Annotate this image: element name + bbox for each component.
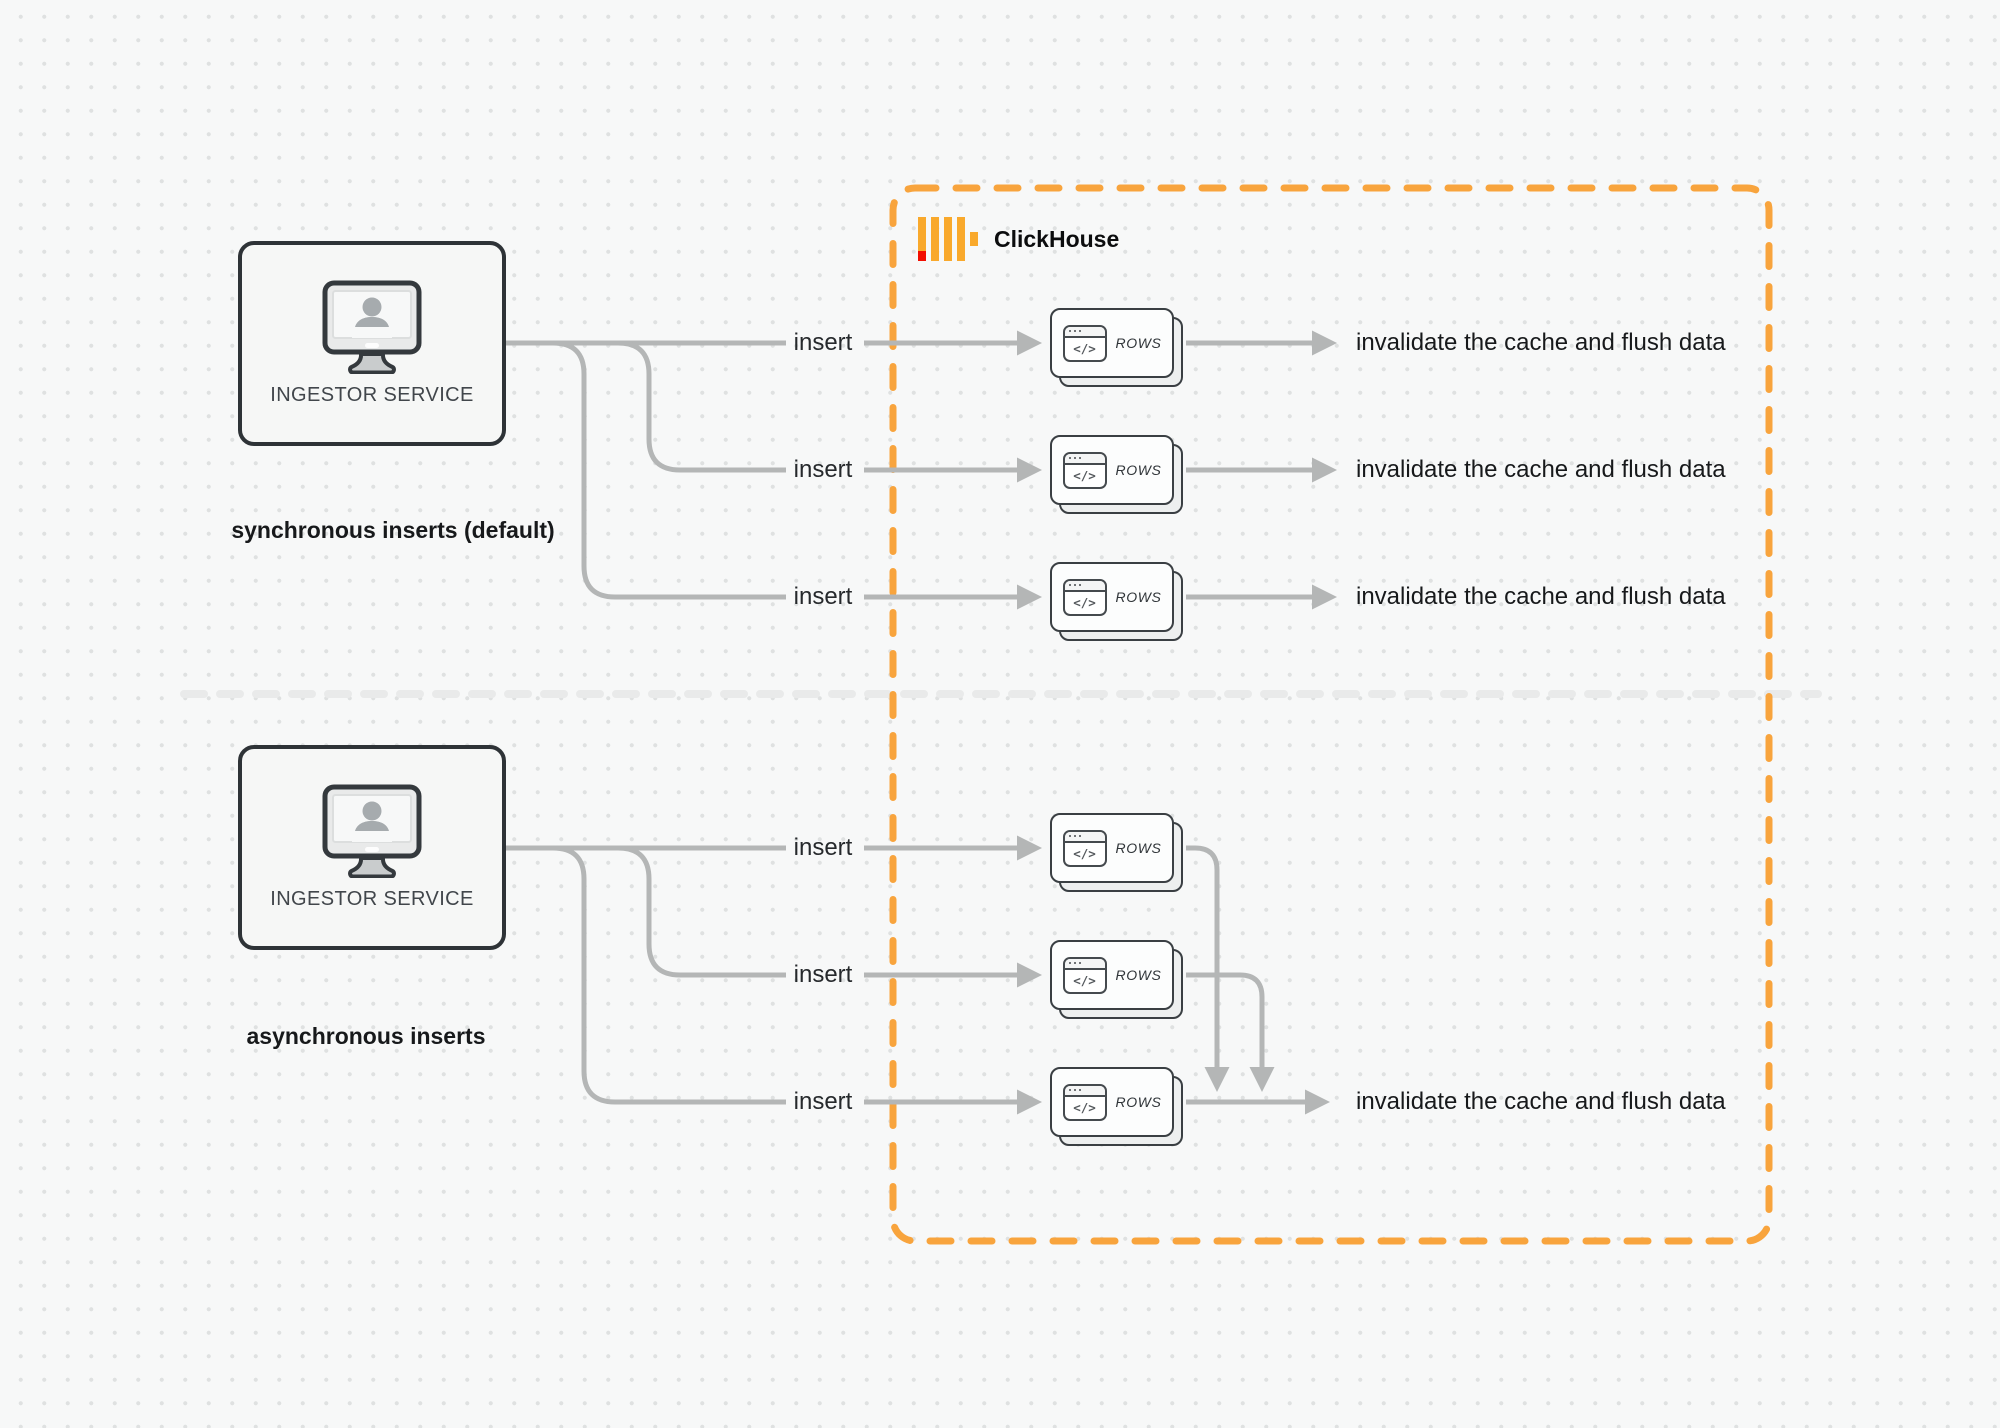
sync-branch-row3 bbox=[552, 340, 786, 600]
rows-label: ROWS bbox=[1115, 335, 1162, 351]
rows-label: ROWS bbox=[1115, 840, 1162, 856]
insert-label: insert bbox=[793, 456, 853, 483]
monitor-user-icon bbox=[322, 280, 422, 374]
clickhouse-logo-lockup: ClickHouse bbox=[918, 215, 1119, 263]
rows-table-node: </> ROWS bbox=[1050, 940, 1183, 1019]
async-merge-arrow-1 bbox=[1186, 845, 1230, 1092]
ingestor-service-label: INGESTOR SERVICE bbox=[270, 888, 474, 910]
async-branch-row3 bbox=[552, 845, 786, 1105]
async-merge-arrow-2 bbox=[1186, 972, 1275, 1092]
rows-label: ROWS bbox=[1115, 589, 1162, 605]
browser-code-icon: </> bbox=[1062, 956, 1107, 994]
rows-table-node: </> ROWS bbox=[1050, 435, 1183, 514]
monitor-user-icon bbox=[322, 784, 422, 878]
sync-caption: synchronous inserts (default) bbox=[231, 517, 555, 543]
rows-table-node: </> ROWS bbox=[1050, 1067, 1183, 1146]
insert-label: insert bbox=[793, 1088, 853, 1115]
browser-code-icon: </> bbox=[1062, 829, 1107, 867]
rows-table-node: </> ROWS bbox=[1050, 562, 1183, 641]
rows-label: ROWS bbox=[1115, 462, 1162, 478]
async-caption: asynchronous inserts bbox=[246, 1023, 486, 1049]
insert-label: insert bbox=[793, 961, 853, 988]
rows-label: ROWS bbox=[1115, 1094, 1162, 1110]
async-branch-row2 bbox=[617, 845, 786, 978]
browser-code-icon: </> bbox=[1062, 578, 1107, 616]
invalidate-label: invalidate the cache and flush data bbox=[1356, 583, 1726, 610]
browser-code-icon: </> bbox=[1062, 324, 1107, 362]
browser-code-icon: </> bbox=[1062, 451, 1107, 489]
ingestor-service-node-sync: INGESTOR SERVICE bbox=[238, 241, 506, 446]
clickhouse-bars-icon bbox=[918, 217, 978, 261]
insert-label: insert bbox=[793, 329, 853, 356]
ingestor-service-node-async: INGESTOR SERVICE bbox=[238, 745, 506, 950]
invalidate-label: invalidate the cache and flush data bbox=[1356, 329, 1726, 356]
rows-table-node: </> ROWS bbox=[1050, 813, 1183, 892]
rows-table-node: </> ROWS bbox=[1050, 308, 1183, 387]
insert-label: insert bbox=[793, 583, 853, 610]
insert-label: insert bbox=[793, 834, 853, 861]
invalidate-label: invalidate the cache and flush data bbox=[1356, 1088, 1726, 1115]
invalidate-label: invalidate the cache and flush data bbox=[1356, 456, 1726, 483]
sync-branch-row2 bbox=[617, 340, 786, 473]
browser-code-icon: </> bbox=[1062, 1083, 1107, 1121]
clickhouse-label: ClickHouse bbox=[994, 225, 1120, 252]
clickhouse-boundary bbox=[889, 184, 1773, 1245]
ingestor-service-label: INGESTOR SERVICE bbox=[270, 384, 474, 406]
rows-label: ROWS bbox=[1115, 967, 1162, 983]
